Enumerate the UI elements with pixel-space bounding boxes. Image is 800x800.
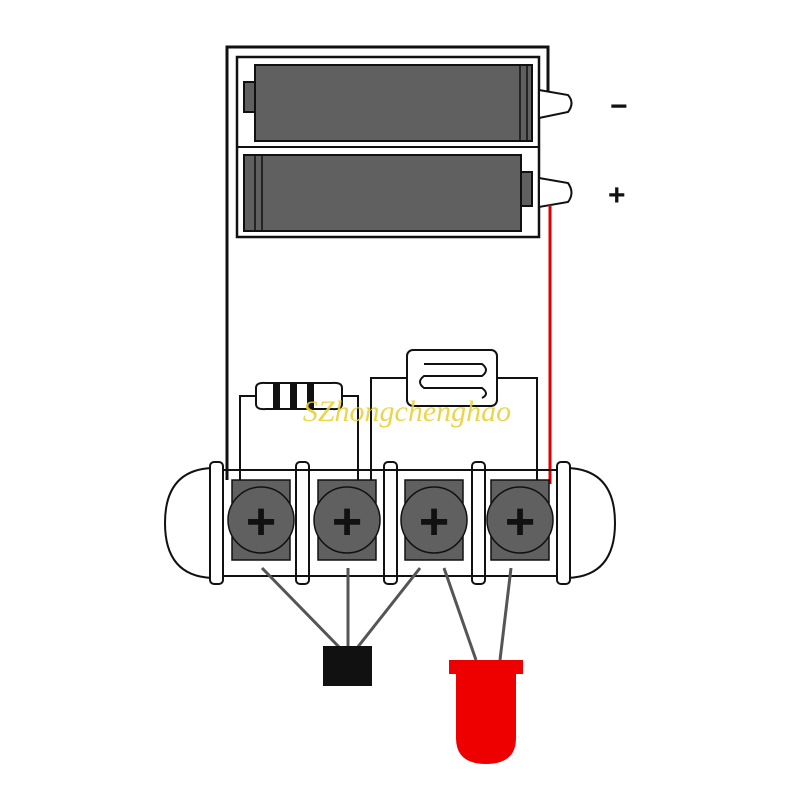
terminal-block: + + + +	[163, 461, 617, 585]
screw-symbol: +	[419, 493, 449, 551]
terminal-screw-4[interactable]: +	[486, 479, 554, 561]
battery-tab-negative	[538, 88, 573, 120]
resistor-icon	[255, 381, 343, 411]
transistor-icon	[323, 646, 372, 686]
plus-label: +	[608, 179, 626, 212]
battery-tab-positive	[538, 176, 573, 209]
battery-cell-top	[243, 64, 533, 142]
screw-symbol: +	[332, 493, 362, 551]
screw-symbol: +	[246, 493, 276, 551]
transistor-leads	[260, 566, 422, 650]
terminal-screw-1[interactable]: +	[227, 479, 295, 561]
screw-symbol: +	[505, 493, 535, 551]
resistor-lead-left	[239, 395, 256, 480]
photoresistor-icon	[406, 349, 498, 407]
terminal-screw-3[interactable]: +	[400, 479, 468, 561]
resistor-lead-right	[341, 395, 359, 480]
photoresistor-lead-left	[370, 377, 407, 480]
battery-holder	[235, 55, 573, 239]
led-icon	[449, 660, 523, 764]
watermark-text: SZhongchenghao	[303, 395, 511, 428]
terminal-screw-2[interactable]: +	[313, 479, 381, 561]
battery-cell-bottom	[243, 154, 533, 232]
wire-battery-negative	[225, 45, 550, 480]
photoresistor-lead-right	[497, 377, 538, 480]
minus-label: −	[610, 90, 628, 123]
led-leads	[442, 567, 513, 661]
